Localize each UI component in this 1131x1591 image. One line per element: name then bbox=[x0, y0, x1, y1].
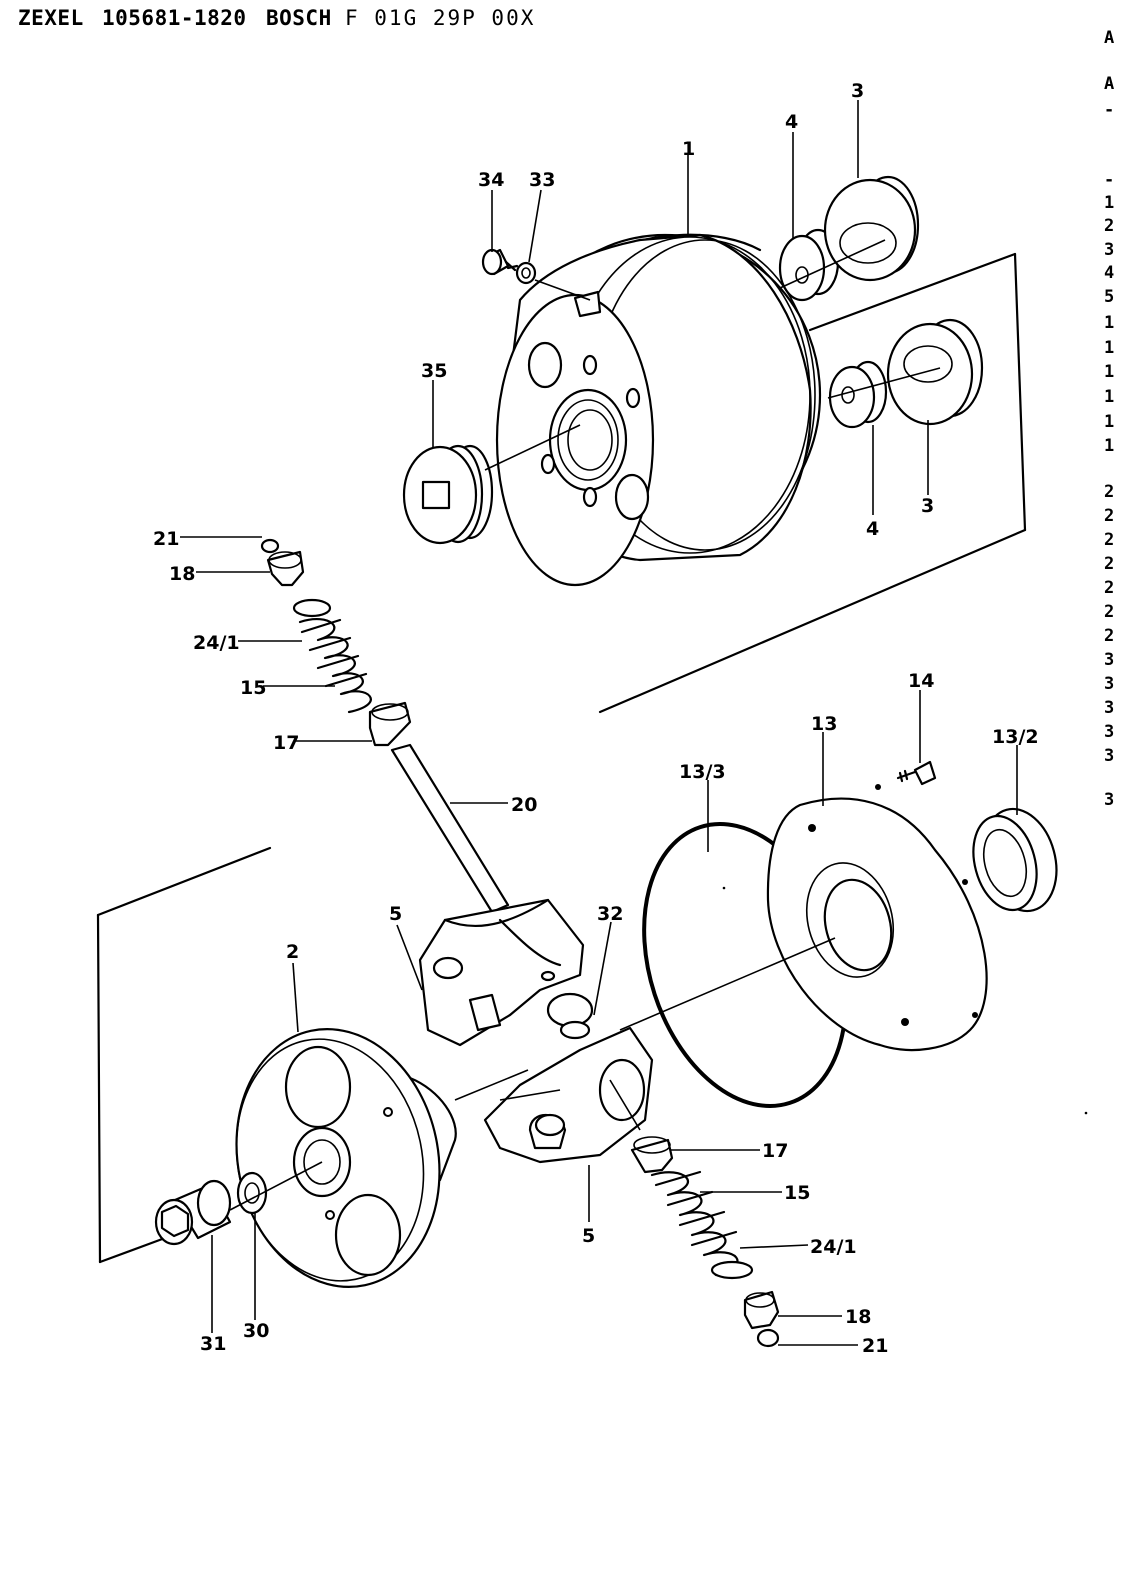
housing-part-1 bbox=[495, 233, 822, 587]
assembly-axis-lines bbox=[229, 937, 836, 1211]
margin-list-char: A bbox=[1104, 28, 1115, 48]
zexel-part-number: 105681-1820 bbox=[102, 6, 247, 30]
margin-list-char: - bbox=[1104, 100, 1115, 120]
retainer-part-18-upper bbox=[266, 550, 305, 587]
margin-list-char: 2 bbox=[1104, 216, 1115, 236]
callout-35: 35 bbox=[421, 360, 447, 382]
brand-label: ZEXEL bbox=[18, 6, 84, 30]
nut-part-21-upper bbox=[260, 538, 280, 554]
shim-part-24-1-upper bbox=[292, 598, 332, 618]
margin-list-char: 4 bbox=[1104, 263, 1115, 283]
retainer-part-18-lower bbox=[743, 1290, 780, 1330]
seat-part-17-lower bbox=[630, 1136, 674, 1174]
nut-part-21-lower bbox=[756, 1328, 780, 1348]
margin-list-char: 3 bbox=[1104, 674, 1115, 694]
washer-part-33 bbox=[515, 261, 591, 301]
margin-list-char: 2 bbox=[1104, 626, 1115, 646]
screw-part-14 bbox=[896, 760, 937, 786]
callout-5-upper: 5 bbox=[389, 903, 402, 925]
callout-3-upper: 3 bbox=[851, 80, 864, 102]
callout-15-lower: 15 bbox=[784, 1182, 810, 1204]
exploded-parts-diagram: 1 3 4 34 33 35 4 3 21 18 24/1 15 17 20 1… bbox=[96, 80, 1088, 1357]
margin-list-char: 1 bbox=[1104, 338, 1115, 358]
callout-2: 2 bbox=[286, 941, 299, 963]
spring-part-15-lower bbox=[650, 1170, 739, 1277]
margin-list-char: 1 bbox=[1104, 412, 1115, 432]
callout-labels: 1 3 4 34 33 35 4 3 21 18 24/1 15 17 20 1… bbox=[153, 80, 1039, 1357]
callout-20: 20 bbox=[511, 794, 537, 816]
margin-list-char: 1 bbox=[1104, 193, 1115, 213]
callout-21-lower: 21 bbox=[862, 1335, 888, 1357]
rod-part-20 bbox=[390, 743, 510, 914]
margin-list-char: - bbox=[1104, 170, 1115, 190]
callout-18-lower: 18 bbox=[845, 1306, 871, 1328]
cover-part-13 bbox=[766, 784, 988, 1052]
margin-list-char: 3 bbox=[1104, 650, 1115, 670]
callout-34: 34 bbox=[478, 169, 504, 191]
cropped-parts-list-column: A A - - 1 2 3 4 5 1 1 1 1 1 1 2 2 2 2 2 2 2 3 3 3 3 3 3 bbox=[1100, 0, 1131, 840]
callout-21-upper: 21 bbox=[153, 528, 179, 550]
margin-list-char: 2 bbox=[1104, 482, 1115, 502]
callout-31: 31 bbox=[200, 1333, 226, 1355]
block-part-5-lower bbox=[483, 1026, 654, 1164]
margin-list-char: 5 bbox=[1104, 287, 1115, 307]
margin-list-char: 1 bbox=[1104, 436, 1115, 456]
speck-mark bbox=[722, 886, 726, 890]
bosch-part-number: F 01G 29P 00X bbox=[345, 6, 536, 30]
callout-33: 33 bbox=[529, 169, 555, 191]
fitting-part-31 bbox=[154, 1179, 232, 1246]
group-frame-upper bbox=[598, 252, 1027, 714]
spring-part-15-upper bbox=[298, 617, 372, 714]
margin-list-char: 2 bbox=[1104, 578, 1115, 598]
callout-24-1-lower: 24/1 bbox=[810, 1236, 857, 1258]
margin-list-char: 3 bbox=[1104, 722, 1115, 742]
shim-part-24-1-lower bbox=[710, 1260, 754, 1280]
callout-17-upper: 17 bbox=[273, 732, 299, 754]
callout-15-upper: 15 bbox=[240, 677, 266, 699]
leader-lines bbox=[180, 100, 1018, 1346]
plate-part-2 bbox=[235, 1028, 457, 1288]
callout-13: 13 bbox=[811, 713, 837, 735]
cover-part-3-lower bbox=[827, 318, 984, 426]
callout-17-lower: 17 bbox=[762, 1140, 788, 1162]
cover-part-3-upper bbox=[779, 175, 920, 289]
seat-part-17-upper bbox=[368, 701, 412, 747]
bushing-part-4-lower bbox=[828, 360, 888, 429]
screw-part-34 bbox=[481, 248, 519, 276]
callout-5-lower: 5 bbox=[582, 1225, 595, 1247]
margin-list-char: 3 bbox=[1104, 698, 1115, 718]
margin-list-char: 1 bbox=[1104, 313, 1115, 333]
margin-list-char: 2 bbox=[1104, 530, 1115, 550]
callout-4-lower: 4 bbox=[866, 518, 879, 540]
margin-list-char: 3 bbox=[1104, 790, 1115, 810]
manufacturer-label: BOSCH bbox=[266, 6, 332, 30]
piece-part-32 bbox=[546, 992, 594, 1040]
callout-32: 32 bbox=[597, 903, 623, 925]
seal-part-13-2 bbox=[972, 807, 1058, 913]
callout-13-2: 13/2 bbox=[992, 726, 1039, 748]
callout-4-upper: 4 bbox=[785, 111, 798, 133]
margin-list-char: 2 bbox=[1104, 506, 1115, 526]
margin-list-char: 1 bbox=[1104, 362, 1115, 382]
callout-1: 1 bbox=[682, 138, 695, 160]
group-frame-lower bbox=[96, 846, 272, 1264]
header: ZEXEL 105681-1820 BOSCH F 01G 29P 00X bbox=[0, 0, 1131, 40]
callout-14: 14 bbox=[908, 670, 934, 692]
block-part-5-upper bbox=[418, 898, 585, 1047]
margin-list-char: 3 bbox=[1104, 240, 1115, 260]
callout-18-upper: 18 bbox=[169, 563, 195, 585]
plug-part-35 bbox=[402, 424, 581, 545]
speck-mark bbox=[1084, 1111, 1088, 1115]
margin-list-char: 1 bbox=[1104, 387, 1115, 407]
margin-list-char: 3 bbox=[1104, 746, 1115, 766]
margin-list-char: 2 bbox=[1104, 554, 1115, 574]
margin-list-char: A bbox=[1104, 74, 1115, 94]
callout-24-1-upper: 24/1 bbox=[193, 632, 240, 654]
callout-3-lower: 3 bbox=[921, 495, 934, 517]
margin-list-char: 2 bbox=[1104, 602, 1115, 622]
callout-30: 30 bbox=[243, 1320, 269, 1342]
callout-13-3: 13/3 bbox=[679, 761, 726, 783]
